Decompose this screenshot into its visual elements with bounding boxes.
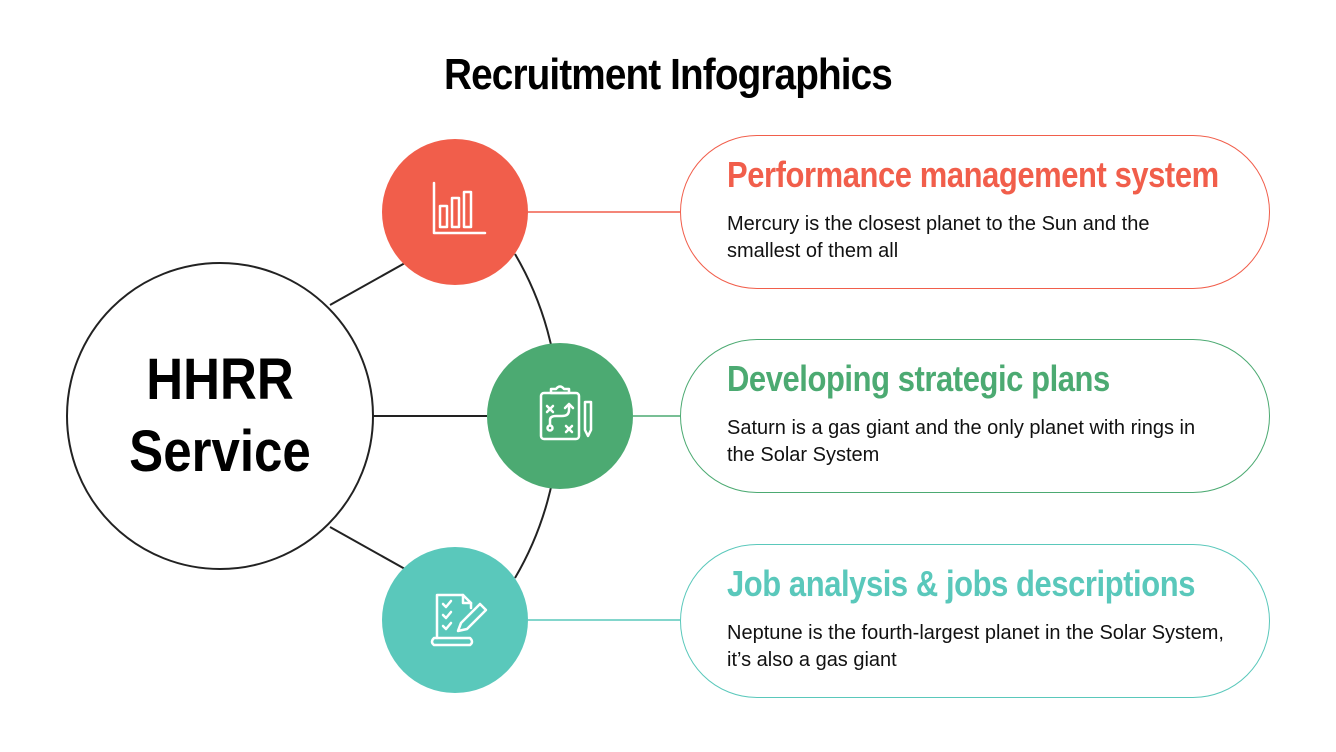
checklist-document-icon	[430, 593, 488, 647]
item-card-job-analysis: Job analysis & jobs descriptions Neptune…	[680, 544, 1270, 698]
item-title: Developing strategic plans	[727, 358, 1110, 399]
center-label-line2: Service	[129, 419, 311, 484]
bar-chart-icon	[432, 181, 487, 235]
item-description: Mercury is the closest planet to the Sun…	[727, 213, 1150, 262]
item-card-strategic-plans: Developing strategic plans Saturn is a g…	[680, 339, 1270, 493]
item-title: Job analysis & jobs descriptions	[727, 563, 1195, 604]
center-label: HHRR Service	[85, 263, 354, 569]
item-card-performance: Performance management system Mercury is…	[680, 135, 1270, 289]
center-circle	[66, 262, 374, 570]
item-description: Neptune is the fourth-largest planet in …	[727, 622, 1224, 671]
item-title: Performance management system	[727, 154, 1219, 195]
strategy-clipboard-icon	[539, 385, 593, 441]
node-circle-red	[382, 139, 528, 285]
node-circle-teal	[382, 547, 528, 693]
connector-spoke-top	[329, 262, 406, 306]
item-description: Saturn is a gas giant and the only plane…	[727, 417, 1196, 466]
page-title: Recruitment Infographics	[444, 50, 893, 99]
center-label-line1: HHRR	[146, 347, 294, 412]
connector-spoke-bottom	[329, 526, 406, 570]
